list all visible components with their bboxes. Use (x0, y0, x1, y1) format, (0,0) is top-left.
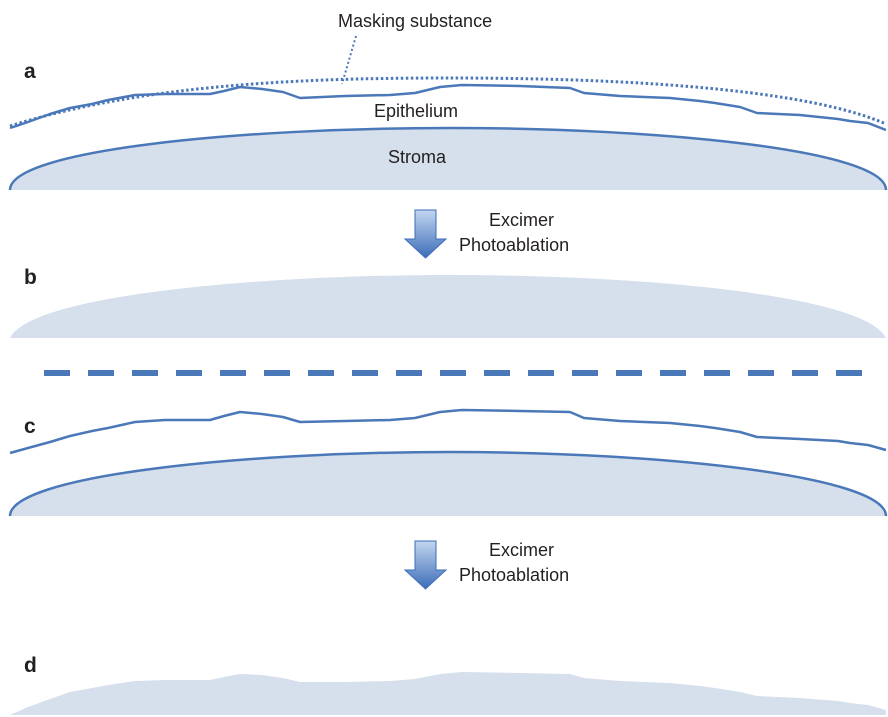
stroma-label: Stroma (388, 147, 447, 167)
epithelium-line-a (9, 83, 887, 132)
arrow-1-text-line1: Excimer (489, 210, 554, 230)
stroma-outline-a (8, 126, 888, 191)
down-arrow-icon-1 (403, 209, 448, 259)
down-arrow-icon-2 (403, 540, 448, 590)
stroma-shape-c (10, 452, 886, 516)
epithelium-line-c (9, 408, 887, 455)
masking-leader-line (341, 35, 357, 85)
panel-label-b: b (24, 266, 37, 289)
panel-label-c: c (24, 415, 36, 438)
panel-label-a: a (24, 60, 36, 83)
stroma-outline-c (8, 450, 888, 517)
stroma-shape-b (10, 275, 886, 338)
arrow-1-text-line2: Photoablation (459, 235, 569, 255)
arrow-2-text-line1: Excimer (489, 540, 554, 560)
arrow-2-text-line2: Photoablation (459, 565, 569, 585)
masking-substance-label: Masking substance (338, 11, 492, 31)
panel-label-d: d (24, 654, 37, 677)
stroma-shape-a (10, 128, 886, 190)
ablated-surface-d (10, 672, 886, 715)
epithelium-label: Epithelium (374, 101, 458, 121)
